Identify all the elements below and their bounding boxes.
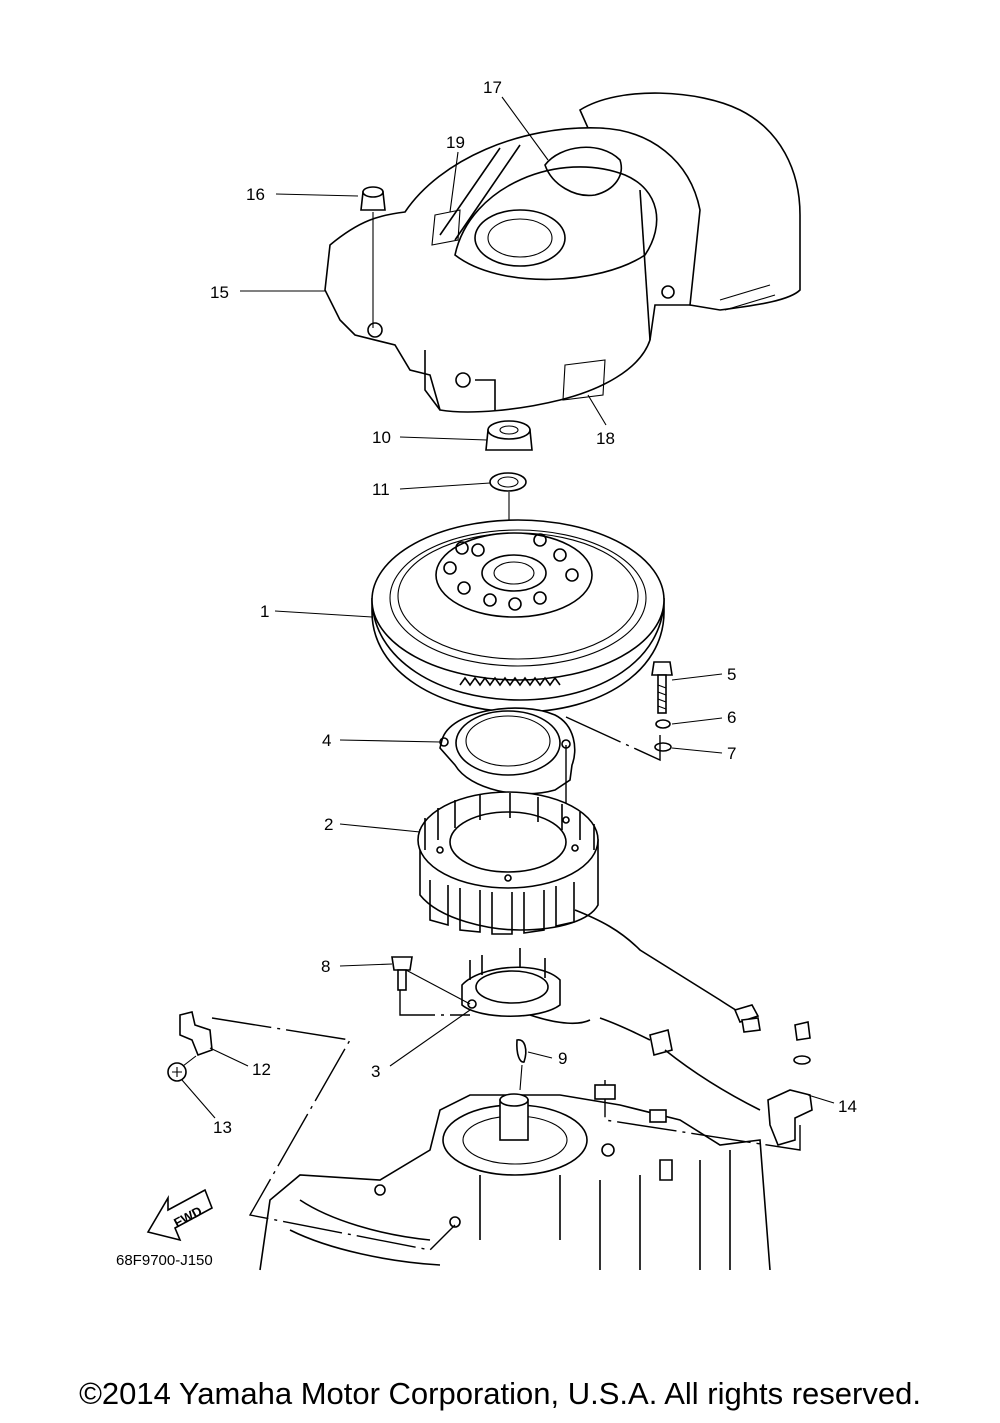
copyright-notice: ©2014 Yamaha Motor Corporation, U.S.A. A…: [79, 1376, 921, 1411]
fwd-arrow-icon: FWD: [146, 1188, 214, 1242]
part-label-3: 3: [371, 1062, 380, 1081]
exploded-parts-diagram: 1 2 3 4 5 6 7 8 9 10 11 12 13 14 15 16 1…: [116, 78, 857, 1271]
stator-plate: [439, 707, 576, 795]
plain-washer: [654, 742, 672, 752]
part-label-7: 7: [727, 744, 736, 763]
flywheel-rotor: [371, 519, 665, 713]
part-label-15: 15: [210, 283, 229, 302]
part-label-2: 2: [324, 815, 333, 834]
grommet: [360, 186, 386, 328]
flywheel-cover: [324, 92, 801, 413]
stator: [417, 791, 761, 1033]
woodruff-key: [516, 1039, 527, 1063]
bracket: [767, 1021, 813, 1146]
pulser-coil: [461, 948, 761, 1111]
part-label-8: 8: [321, 957, 330, 976]
clamp: [179, 1011, 213, 1057]
part-label-12: 12: [252, 1060, 271, 1079]
part-label-11: 11: [372, 480, 390, 499]
part-labels: 1 2 3 4 5 6 7 8 9 10 11 12 13 14 15 16 1…: [210, 78, 857, 1137]
screw: [391, 956, 471, 1005]
bolt: [651, 661, 673, 714]
drawing-code: 68F9700-J150: [116, 1252, 213, 1269]
part-label-17: 17: [483, 78, 502, 97]
part-label-6: 6: [727, 708, 736, 727]
part-label-18: 18: [596, 429, 615, 448]
part-label-14: 14: [838, 1097, 857, 1116]
clamp-screw: [167, 1055, 197, 1082]
engine-block: [259, 1084, 771, 1271]
flywheel-nut: [485, 420, 533, 451]
part-label-4: 4: [322, 731, 331, 750]
part-label-13: 13: [213, 1118, 232, 1137]
part-label-10: 10: [372, 428, 391, 447]
part-label-5: 5: [727, 665, 736, 684]
leader-lines: [181, 96, 835, 1119]
part-label-19: 19: [446, 133, 465, 152]
part-label-16: 16: [246, 185, 265, 204]
lock-washer: [655, 719, 671, 729]
part-label-9: 9: [558, 1049, 567, 1068]
part-label-1: 1: [260, 602, 269, 621]
